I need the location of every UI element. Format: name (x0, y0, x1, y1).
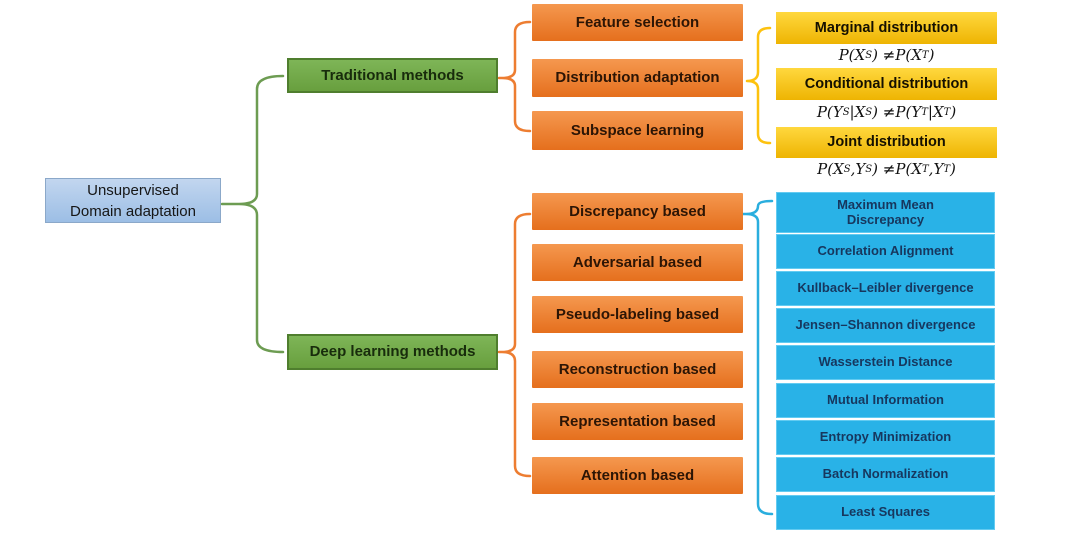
measure-label: Maximum Mean Discrepancy (837, 196, 934, 227)
node-attention-based: Attention based (532, 457, 743, 494)
node-deep-learning-methods: Deep learning methods (287, 334, 498, 370)
brace-traditional-children (497, 20, 532, 133)
node-mutual-information: Mutual Information (776, 383, 995, 418)
node-maximum-mean-discrepancy: Maximum Mean Discrepancy (776, 192, 995, 233)
node-correlation-alignment: Correlation Alignment (776, 234, 995, 269)
node-wasserstein-distance: Wasserstein Distance (776, 345, 995, 380)
node-pseudo-labeling-based: Pseudo-labeling based (532, 296, 743, 333)
root-label-line2: Domain adaptation (70, 202, 196, 220)
node-marginal-distribution: Marginal distribution (776, 12, 997, 44)
node-representation-based: Representation based (532, 403, 743, 440)
brace-root-to-methods (220, 74, 285, 354)
node-batch-normalization: Batch Normalization (776, 457, 995, 492)
brace-distribution-children (745, 26, 772, 145)
node-kullback-leibler-divergence: Kullback–Leibler divergence (776, 271, 995, 306)
node-feature-selection: Feature selection (532, 4, 743, 41)
node-entropy-minimization: Entropy Minimization (776, 420, 995, 455)
node-joint-distribution: Joint distribution (776, 127, 997, 158)
node-reconstruction-based: Reconstruction based (532, 351, 743, 388)
node-conditional-distribution: Conditional distribution (776, 68, 997, 100)
node-jensen-shannon-divergence: Jensen–Shannon divergence (776, 308, 995, 343)
node-adversarial-based: Adversarial based (532, 244, 743, 281)
node-subspace-learning: Subspace learning (532, 111, 743, 150)
node-traditional-methods: Traditional methods (287, 58, 498, 93)
brace-deep-children (497, 212, 532, 478)
node-least-squares: Least Squares (776, 495, 995, 530)
root-label-line1: Unsupervised (87, 181, 179, 199)
node-distribution-adaptation: Distribution adaptation (532, 59, 743, 97)
node-root: Unsupervised Domain adaptation (45, 178, 221, 223)
node-discrepancy-based: Discrepancy based (532, 193, 743, 230)
